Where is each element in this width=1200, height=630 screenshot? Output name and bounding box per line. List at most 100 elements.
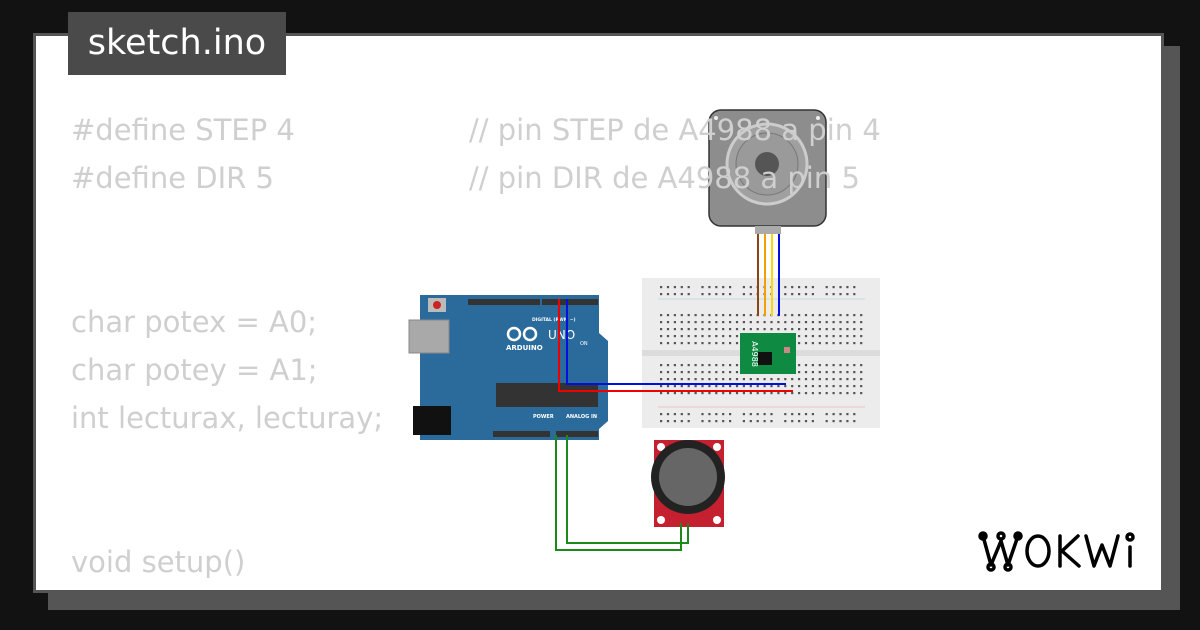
breadboard-hole: [853, 378, 856, 381]
breadboard-hole: [694, 314, 697, 317]
breadboard-hole: [666, 364, 670, 367]
breadboard-hole: [735, 364, 739, 367]
breadboard-hole: [832, 385, 835, 388]
breadboard-hole: [708, 314, 711, 317]
breadboard-hole: [804, 371, 808, 374]
breadboard-hole: [763, 413, 766, 416]
wire-green-a1: [566, 435, 689, 544]
breadboard-hole: [673, 392, 676, 395]
breadboard-hole: [749, 378, 752, 381]
breadboard-hole: [708, 420, 711, 423]
breadboard-hole: [770, 420, 773, 423]
breadboard-hole: [846, 392, 849, 395]
breadboard-hole: [660, 293, 663, 296]
breadboard-hole: [660, 392, 663, 395]
breadboard-hole: [666, 342, 670, 345]
breadboard-hole: [735, 335, 739, 338]
breadboard-hole: [811, 413, 814, 416]
breadboard-hole: [680, 321, 683, 324]
breadboard-hole: [673, 328, 676, 331]
breadboard-hole: [660, 371, 663, 374]
breadboard-hole: [680, 335, 683, 338]
breadboard-hole: [811, 286, 814, 289]
breadboard-hole: [756, 321, 759, 324]
breadboard-hole: [832, 371, 835, 374]
breadboard-hole: [798, 314, 801, 317]
breadboard-hole: [722, 328, 725, 331]
breadboard-hole: [825, 328, 828, 331]
breadboard-hole: [798, 392, 801, 395]
breadboard-hole: [853, 364, 856, 367]
breadboard-hole: [860, 392, 863, 395]
breadboard-hole: [673, 385, 676, 388]
breadboard-hole: [708, 342, 711, 345]
breadboard-hole: [701, 385, 704, 388]
breadboard-hole: [853, 385, 856, 388]
breadboard-hole: [735, 378, 739, 381]
breadboard-hole: [804, 385, 808, 388]
breadboard-hole: [701, 364, 704, 367]
breadboard-hole: [825, 385, 828, 388]
breadboard-hole: [839, 328, 842, 331]
breadboard-hole: [680, 378, 683, 381]
breadboard-hole: [666, 321, 670, 324]
breadboard-hole: [673, 378, 676, 381]
file-tab[interactable]: sketch.ino: [68, 12, 286, 75]
breadboard-hole: [715, 420, 718, 423]
arduino-uno: ARDUINO UNO DIGITAL (PWM ~) ON POWER ANA…: [408, 295, 608, 440]
breadboard-hole: [687, 321, 690, 324]
breadboard-hole: [701, 321, 704, 324]
code-line: int lecturax, lecturay;: [71, 394, 383, 442]
breadboard-hole: [687, 420, 690, 423]
breadboard-hole: [708, 371, 711, 374]
code-line: char potey = A1;: [71, 346, 318, 394]
breadboard-hole: [673, 364, 676, 367]
breadboard-hole: [729, 328, 732, 331]
breadboard-hole: [763, 392, 766, 395]
breadboard-hole: [660, 321, 663, 324]
breadboard-hole: [666, 385, 670, 388]
breadboard-hole: [701, 286, 704, 289]
breadboard-hole: [763, 328, 766, 331]
breadboard-hole: [680, 328, 683, 331]
breadboard-hole: [694, 335, 697, 338]
breadboard-hole: [680, 385, 683, 388]
breadboard-hole: [804, 314, 808, 317]
breadboard-hole: [666, 286, 670, 289]
breadboard-hole: [735, 314, 739, 317]
breadboard-hole: [798, 378, 801, 381]
breadboard-hole: [722, 378, 725, 381]
breadboard-hole: [846, 293, 849, 296]
breadboard-hole: [708, 413, 711, 416]
breadboard-hole: [825, 413, 828, 416]
breadboard-hole: [860, 378, 863, 381]
breadboard-hole: [749, 321, 752, 324]
breadboard-hole: [742, 293, 745, 296]
breadboard-hole: [701, 371, 704, 374]
breadboard-hole: [839, 420, 842, 423]
driver-label: A4988: [750, 341, 759, 367]
breadboard-hole: [832, 293, 835, 296]
breadboard-hole: [673, 293, 676, 296]
breadboard-hole: [798, 321, 801, 324]
breadboard-hole: [715, 335, 718, 338]
breadboard-hole: [660, 378, 663, 381]
breadboard-hole: [832, 364, 835, 367]
arduino-model: UNO: [548, 328, 575, 342]
breadboard-hole: [749, 293, 752, 296]
breadboard-hole: [804, 364, 808, 367]
breadboard-hole: [715, 328, 718, 331]
digital-header-label: DIGITAL (PWM ~): [532, 317, 576, 323]
breadboard-hole: [742, 413, 745, 416]
breadboard-hole: [811, 342, 814, 345]
breadboard-hole: [784, 378, 787, 381]
breadboard-hole: [687, 413, 690, 416]
breadboard-hole: [839, 413, 842, 416]
breadboard-hole: [742, 314, 745, 317]
breadboard-hole: [722, 335, 725, 338]
breadboard-hole: [839, 385, 842, 388]
breadboard-hole: [666, 420, 670, 423]
breadboard-hole: [825, 392, 828, 395]
breadboard-hole: [673, 413, 676, 416]
breadboard-hole: [784, 286, 787, 289]
